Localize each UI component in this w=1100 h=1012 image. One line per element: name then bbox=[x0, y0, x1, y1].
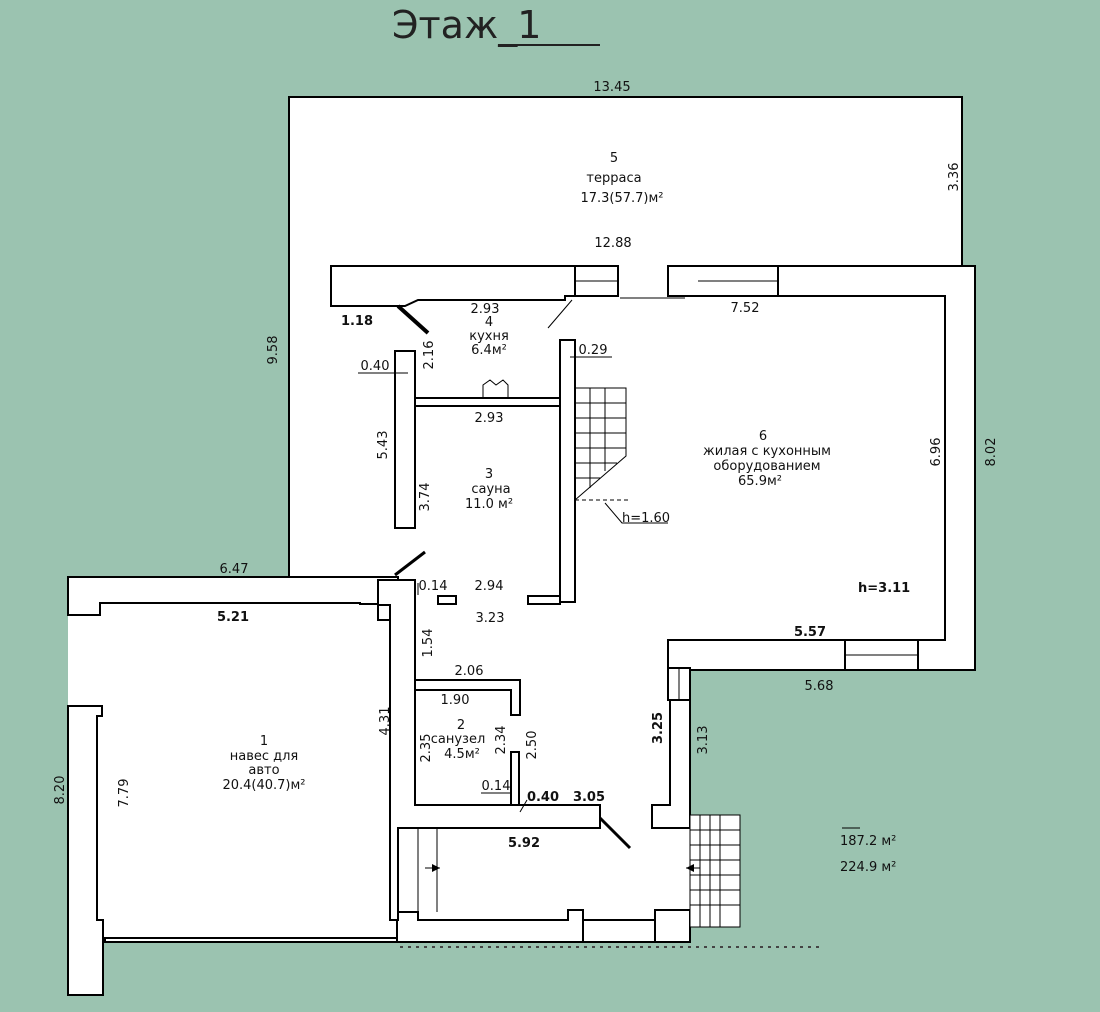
dim-12-88: 12.88 bbox=[594, 236, 631, 251]
dim-1-18: 1.18 bbox=[341, 314, 373, 329]
terrace-outline bbox=[288, 96, 963, 578]
doors bbox=[394, 297, 685, 850]
dim-0-40-top: 0.40 bbox=[361, 359, 390, 374]
kitchen-door-2 bbox=[547, 299, 573, 329]
entry-door bbox=[598, 816, 632, 850]
room-3-area: 11.0 м² bbox=[465, 497, 513, 512]
room-2-area: 4.5м² bbox=[444, 747, 480, 762]
stair-height-label: h=1.60 bbox=[622, 511, 670, 526]
dim-9-58: 9.58 bbox=[266, 336, 281, 365]
room-3-name: сауна bbox=[471, 482, 510, 497]
dim-5-92: 5.92 bbox=[508, 836, 540, 851]
dim-0-14-bottom: 0.14 bbox=[482, 779, 511, 794]
room-4-area: 6.4м² bbox=[471, 343, 507, 358]
dim-3-36: 3.36 bbox=[947, 163, 962, 192]
room-labels: 5 терраса 17.3(57.7)м² 4 кухня 6.4м² 3 с… bbox=[222, 151, 831, 793]
dim-7-79: 7.79 bbox=[117, 779, 132, 808]
dim-4-31: 4.31 bbox=[378, 707, 393, 736]
dim-3-13: 3.13 bbox=[696, 726, 711, 755]
room-4-name: кухня bbox=[469, 329, 509, 344]
dim-2-93-top: 2.93 bbox=[471, 302, 500, 317]
room-5-name: терраса bbox=[586, 171, 641, 186]
room-6-number: 6 bbox=[759, 429, 767, 444]
living-area-total: 187.2 м² bbox=[840, 834, 896, 849]
living-height-label: h=3.11 bbox=[858, 581, 910, 596]
dim-0-14-top: 0.14 bbox=[419, 579, 448, 594]
dim-3-23: 3.23 bbox=[476, 611, 505, 626]
room-5-area: 17.3(57.7)м² bbox=[580, 191, 663, 206]
room-6-name-line2: оборудованием bbox=[713, 459, 820, 474]
room-1-area: 20.4(40.7)м² bbox=[222, 778, 305, 793]
dim-2-50: 2.50 bbox=[525, 731, 540, 760]
room-1-number: 1 bbox=[260, 734, 268, 749]
dim-3-05: 3.05 bbox=[573, 790, 605, 805]
dim-13-45: 13.45 bbox=[593, 80, 630, 95]
dim-2-06: 2.06 bbox=[455, 664, 484, 679]
interior-walls bbox=[394, 339, 576, 806]
room-6-name-line1: жилая с кухонным bbox=[703, 444, 831, 459]
room-2-number: 2 bbox=[457, 718, 465, 733]
dim-2-94: 2.94 bbox=[475, 579, 504, 594]
dim-2-16: 2.16 bbox=[422, 341, 437, 370]
dim-7-52: 7.52 bbox=[731, 301, 760, 316]
outer-walls bbox=[330, 265, 976, 943]
dim-0-40-bottom: 0.40 bbox=[527, 790, 559, 805]
dim-8-02: 8.02 bbox=[984, 438, 999, 467]
room-5-number: 5 bbox=[610, 151, 618, 166]
total-area: 224.9 м² bbox=[840, 860, 896, 875]
area-totals: 187.2 м² 224.9 м² bbox=[840, 827, 896, 875]
garage-walls bbox=[67, 576, 601, 996]
dim-2-93-mid: 2.93 bbox=[475, 411, 504, 426]
dim-5-68: 5.68 bbox=[805, 679, 834, 694]
dim-8-20: 8.20 bbox=[53, 776, 68, 805]
room-1-name-line2: авто bbox=[248, 763, 279, 778]
dim-2-34: 2.34 bbox=[494, 726, 509, 755]
dim-0-29: 0.29 bbox=[579, 343, 608, 358]
dim-3-25: 3.25 bbox=[651, 712, 666, 744]
entry-steps bbox=[425, 814, 741, 928]
dim-1-90: 1.90 bbox=[441, 693, 470, 708]
kitchen-door bbox=[396, 304, 430, 335]
dim-3-74: 3.74 bbox=[418, 483, 433, 512]
room-6-area: 65.9м² bbox=[738, 474, 782, 489]
dim-5-21: 5.21 bbox=[217, 610, 249, 625]
dimension-labels: 13.45 3.36 12.88 9.58 1.18 2.93 2.16 7.5… bbox=[53, 80, 999, 851]
dim-5-43: 5.43 bbox=[376, 431, 391, 460]
stairs bbox=[574, 387, 668, 524]
floor-title: Этаж_1 bbox=[392, 3, 541, 47]
room-4-number: 4 bbox=[485, 315, 493, 330]
dim-5-57: 5.57 bbox=[794, 625, 826, 640]
dim-2-35: 2.35 bbox=[419, 734, 434, 763]
garage-door bbox=[394, 550, 426, 577]
room-1-name-line1: навес для bbox=[230, 749, 299, 764]
room-2-name: санузел bbox=[431, 732, 486, 747]
bathroom-door bbox=[519, 799, 528, 813]
dim-1-54: 1.54 bbox=[421, 629, 436, 658]
vent-icon bbox=[482, 379, 509, 397]
dim-6-47: 6.47 bbox=[220, 562, 249, 577]
room-3-number: 3 bbox=[485, 467, 493, 482]
dim-6-96: 6.96 bbox=[929, 438, 944, 467]
